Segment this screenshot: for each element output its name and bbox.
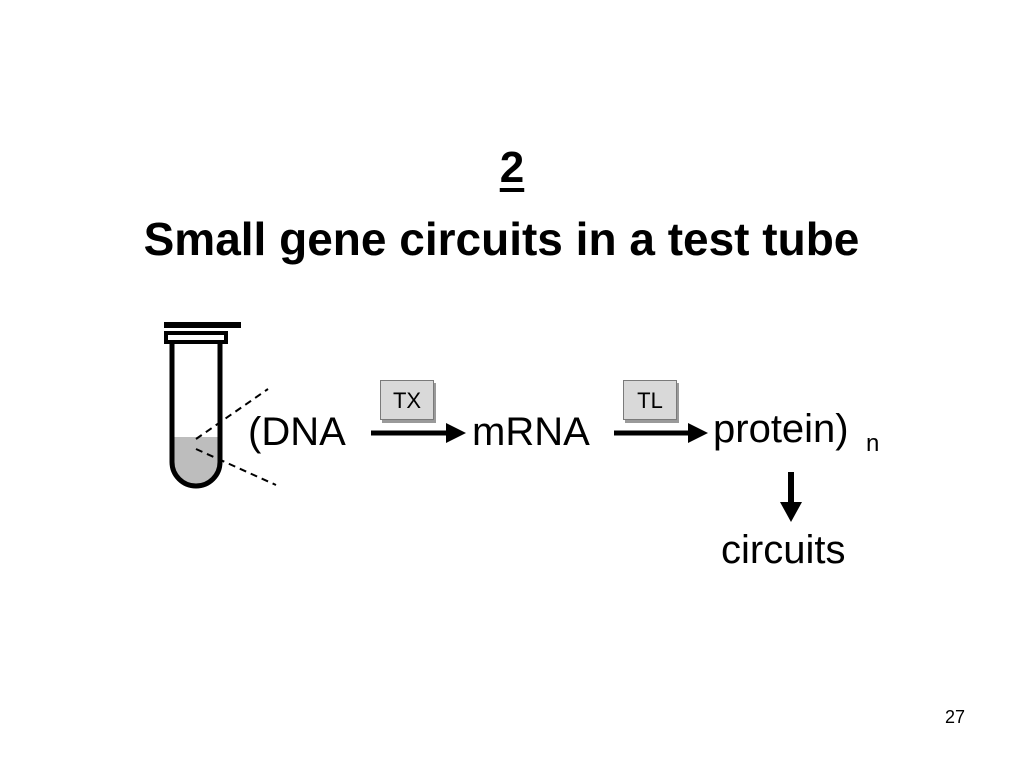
transcription-arrow (371, 423, 466, 443)
dna-label: (DNA (248, 410, 346, 454)
tube-lid (164, 322, 241, 328)
translation-arrow (614, 423, 708, 443)
translation-box: TL (623, 380, 677, 420)
down-arrow (780, 472, 802, 522)
protein-label: protein) (713, 407, 849, 451)
section-number: 2 (499, 143, 525, 192)
zoom-line-top (195, 388, 269, 440)
page-number: 27 (944, 707, 966, 727)
circuits-label: circuits (721, 528, 846, 572)
test-tube-icon (164, 322, 241, 489)
slide-title: Small gene circuits in a test tube (143, 213, 860, 265)
tube-body (169, 340, 223, 489)
protein-subscript: n (866, 430, 880, 457)
tube-cap (164, 331, 228, 344)
mrna-label: mRNA (472, 410, 590, 454)
tube-liquid (172, 437, 220, 486)
transcription-box: TX (380, 380, 434, 420)
zoom-line-bottom (195, 448, 277, 486)
